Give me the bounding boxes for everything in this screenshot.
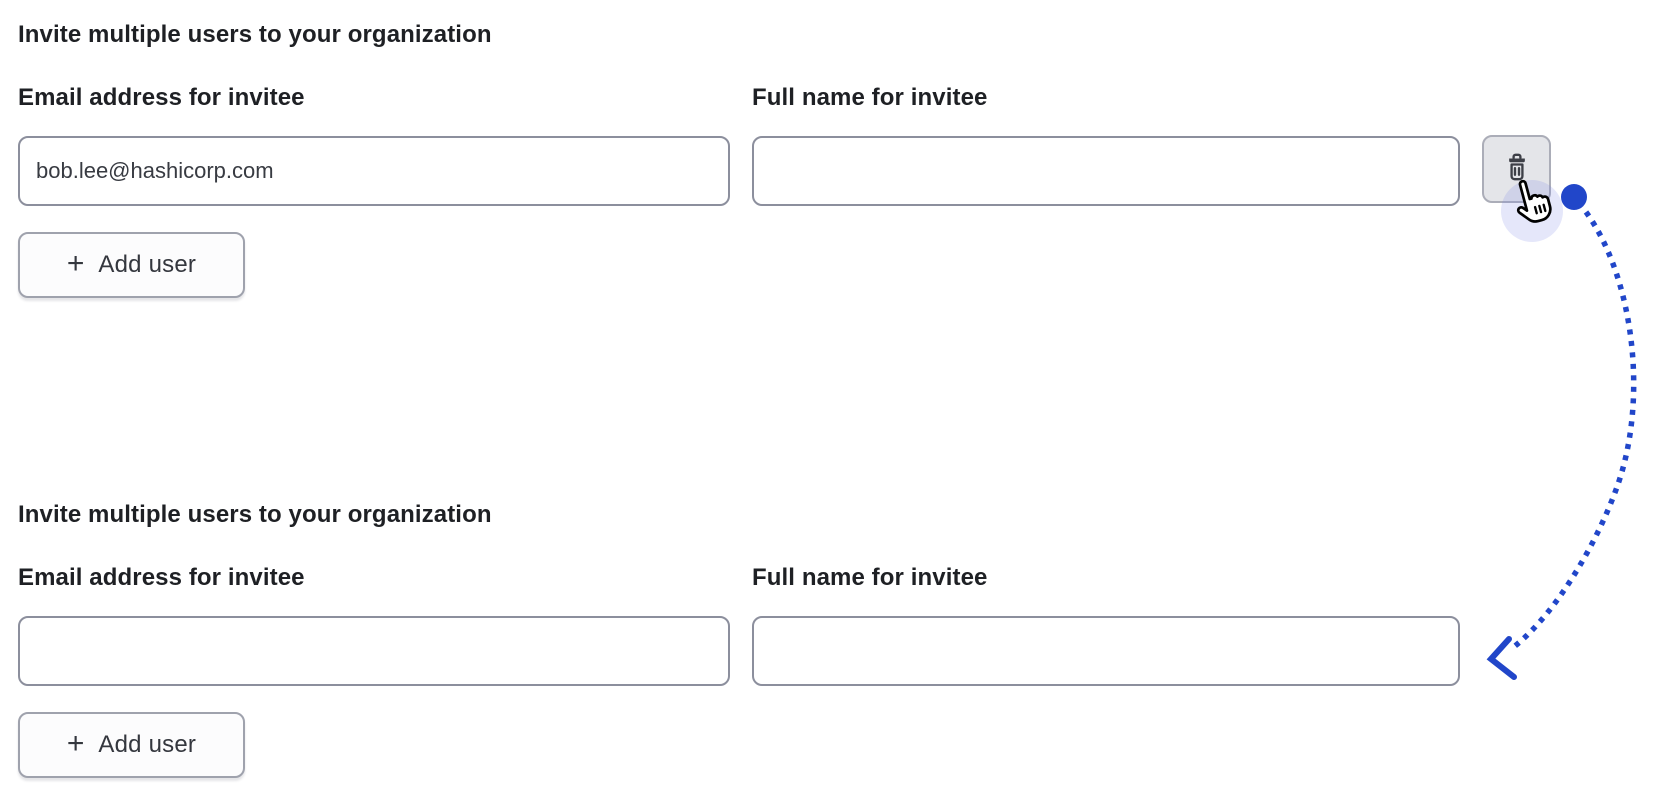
section-heading: Invite multiple users to your organizati… <box>18 501 492 528</box>
trash-icon <box>1500 151 1534 188</box>
email-label: Email address for invitee <box>18 84 305 111</box>
email-field-group: Email address for invitee <box>18 83 730 206</box>
plus-icon: + <box>66 727 85 760</box>
full-name-label: Full name for invitee <box>752 84 988 111</box>
full-name-label: Full name for invitee <box>752 564 988 591</box>
invitee-row: Email address for invitee Full name for … <box>18 563 1618 686</box>
delete-row-button[interactable] <box>1482 135 1551 203</box>
full-name-field-group: Full name for invitee <box>752 83 1460 206</box>
full-name-field-group: Full name for invitee <box>752 563 1460 686</box>
email-label: Email address for invitee <box>18 564 305 591</box>
invite-form-after: Invite multiple users to your organizati… <box>18 500 1618 778</box>
full-name-input[interactable] <box>752 136 1460 206</box>
section-heading: Invite multiple users to your organizati… <box>18 21 492 48</box>
plus-icon: + <box>66 247 85 280</box>
invite-form-before: Invite multiple users to your organizati… <box>18 20 1618 298</box>
add-user-button[interactable]: + Add user <box>18 712 245 778</box>
add-user-label: Add user <box>98 731 197 758</box>
add-user-button[interactable]: + Add user <box>18 232 245 298</box>
email-input[interactable] <box>18 136 730 206</box>
email-field-group: Email address for invitee <box>18 563 730 686</box>
add-user-label: Add user <box>98 251 197 278</box>
email-input[interactable] <box>18 616 730 686</box>
invitee-row: Email address for invitee Full name for … <box>18 83 1618 206</box>
full-name-input[interactable] <box>752 616 1460 686</box>
